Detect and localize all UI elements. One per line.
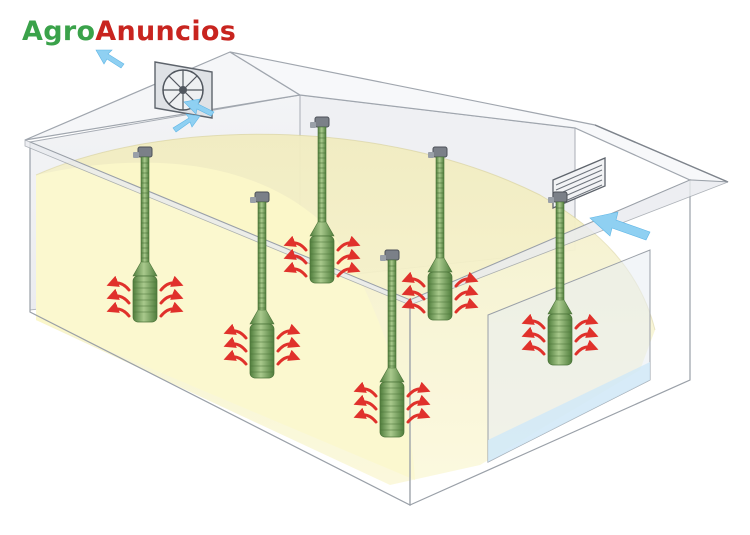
heat-arrow-icon (283, 261, 308, 278)
heat-arrow-icon (283, 235, 308, 252)
heat-arrow-icon (574, 326, 599, 343)
air-flow-arrow-icon (95, 49, 125, 69)
heat-arrow-icon (159, 301, 184, 318)
heat-arrow-icon (401, 284, 426, 301)
heat-arrow-icon (406, 407, 431, 424)
aerator-tube (283, 116, 361, 284)
aerator-tube (106, 146, 184, 323)
heat-arrow-icon (574, 313, 599, 330)
heat-arrow-icon (521, 313, 546, 330)
heat-arrow-icon (521, 339, 546, 356)
heat-arrow-icon (353, 394, 378, 411)
heat-arrow-icon (276, 336, 301, 353)
heat-arrow-icon (454, 271, 479, 288)
heat-arrow-icon (223, 323, 248, 340)
aerator-tube (521, 191, 599, 366)
heat-arrow-icon (454, 297, 479, 314)
aerator-group (106, 116, 599, 438)
heat-arrow-icon (159, 288, 184, 305)
agroanuncios-logo: AgroAnuncios (22, 18, 236, 45)
heat-arrow-icon (406, 381, 431, 398)
aerator-tube (353, 249, 431, 438)
heat-arrow-icon (106, 288, 131, 305)
heat-arrow-icon (521, 326, 546, 343)
logo-anuncios: Anuncios (95, 16, 237, 47)
heat-arrows (353, 381, 431, 424)
air-flow-arrow-icon (589, 211, 651, 241)
heat-arrows (283, 235, 361, 278)
heat-arrow-icon (276, 323, 301, 340)
heat-arrow-icon (353, 381, 378, 398)
heat-arrow-icon (336, 235, 361, 252)
air-flow-arrow-icon (183, 98, 215, 117)
heat-arrow-icon (223, 349, 248, 366)
heat-arrow-icon (406, 394, 431, 411)
heat-arrow-icon (283, 248, 308, 265)
aerator-tube (223, 191, 301, 379)
heat-arrow-icon (574, 339, 599, 356)
aerator-tube (401, 146, 479, 321)
air-flow-arrow-icon (172, 113, 201, 133)
heat-arrows (223, 323, 301, 366)
heat-arrows (401, 271, 479, 314)
heat-arrows (521, 313, 599, 356)
heat-arrow-icon (159, 275, 184, 292)
heat-arrow-icon (454, 284, 479, 301)
heat-arrow-icon (401, 297, 426, 314)
logo-agro: Agro (22, 16, 96, 47)
heat-arrow-icon (106, 301, 131, 318)
heat-arrows (106, 275, 184, 318)
heat-arrow-icon (336, 261, 361, 278)
air-flow-arrows (95, 49, 651, 241)
heat-arrow-icon (336, 248, 361, 265)
heat-arrow-icon (401, 271, 426, 288)
heat-arrow-icon (353, 407, 378, 424)
heat-arrow-icon (223, 336, 248, 353)
heat-arrow-icon (106, 275, 131, 292)
heat-arrow-icon (276, 349, 301, 366)
